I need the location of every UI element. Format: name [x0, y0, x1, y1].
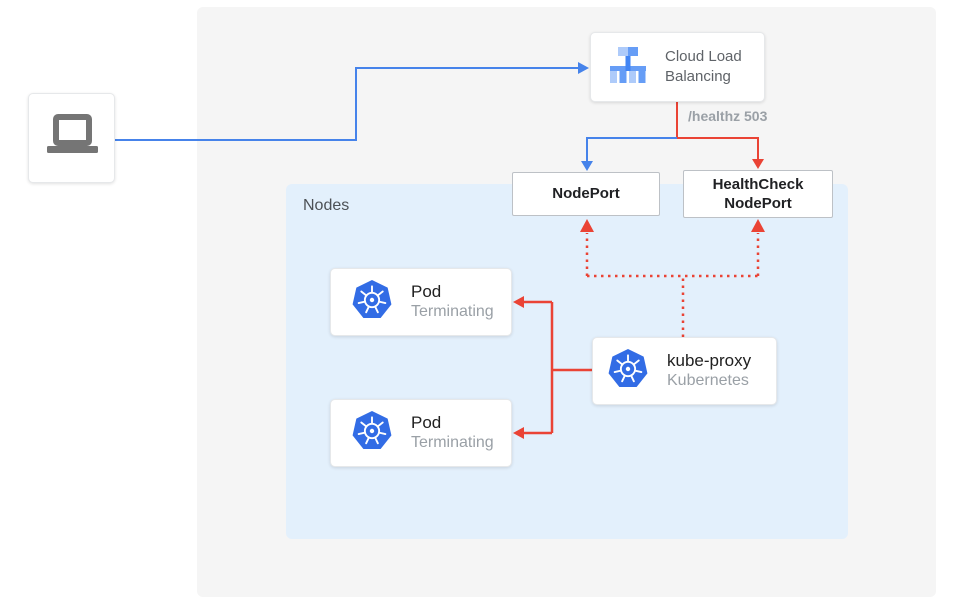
healthcheck-nodeport-card: HealthCheck NodePort	[683, 170, 833, 218]
client-laptop-card	[28, 93, 115, 183]
laptop-icon	[43, 113, 101, 164]
kubernetes-icon	[351, 410, 393, 457]
nodeport-label: NodePort	[552, 185, 620, 203]
pod-status: Terminating	[411, 303, 494, 321]
kubernetes-icon	[607, 348, 649, 395]
cloud-load-balancing-icon	[605, 44, 651, 91]
pod-title: Pod	[411, 412, 442, 432]
pod-title: Pod	[411, 281, 442, 301]
healthcheck-nodeport-label: HealthCheck NodePort	[712, 175, 804, 213]
kube-proxy-card: kube-proxy Kubernetes	[592, 337, 777, 405]
kubernetes-icon	[351, 279, 393, 326]
kube-proxy-title: kube-proxy	[667, 350, 752, 370]
kube-proxy-subtitle: Kubernetes	[667, 372, 749, 390]
cloud-load-balancing-card: Cloud Load Balancing	[590, 32, 765, 102]
pod-status: Terminating	[411, 434, 494, 452]
nodes-label: Nodes	[303, 197, 350, 214]
cloud-load-balancing-label: Cloud Load Balancing	[665, 47, 742, 85]
pod-card: Pod Terminating	[330, 268, 512, 336]
healthz-status-label: /healthz 503	[688, 108, 768, 124]
pod-card: Pod Terminating	[330, 399, 512, 467]
nodeport-card: NodePort	[512, 172, 660, 216]
